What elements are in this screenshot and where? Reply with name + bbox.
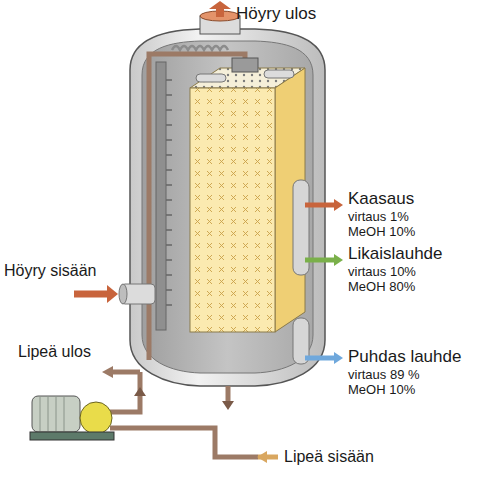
stream-label: Likaislauhde — [348, 244, 443, 264]
illustration-part — [257, 451, 267, 463]
illustration-part — [166, 80, 172, 305]
illustration-part — [110, 372, 140, 412]
illustration-part — [190, 88, 275, 332]
illustration-part — [334, 352, 343, 364]
headers — [293, 180, 309, 364]
stream-label: Lipeä sisään — [284, 448, 374, 466]
methanol-value: MeOH 10% — [348, 383, 415, 398]
illustration-part — [112, 370, 140, 375]
illustration-part — [32, 396, 80, 432]
stream-label: Kaasaus — [348, 189, 414, 209]
illustration-part — [30, 432, 114, 440]
illustration-part — [305, 203, 334, 208]
illustration-part — [334, 199, 343, 211]
illustration-part — [102, 366, 113, 378]
inner-rod — [156, 62, 172, 330]
flow-value: virtaus 10% — [348, 265, 416, 280]
illustration-part — [209, 1, 231, 9]
steam-inlet — [74, 284, 155, 304]
illustration-part — [134, 387, 146, 396]
illustration-part — [305, 356, 334, 361]
stream-label: Lipeä ulos — [18, 343, 91, 361]
illustration-part — [74, 291, 108, 298]
foul-condensate-outlet — [305, 254, 343, 266]
steam-outlet — [200, 1, 240, 34]
illustration-part — [130, 29, 325, 386]
plate-pack — [190, 58, 305, 332]
illustration-part — [156, 62, 166, 330]
illustration-part — [226, 386, 231, 402]
stream-label: Puhdas lauhde — [348, 347, 461, 367]
flow-value: virtaus 1% — [348, 210, 409, 225]
gas-outlet — [305, 199, 343, 211]
illustration-part — [80, 402, 112, 434]
clean-condensate-outlet — [305, 352, 343, 364]
illustration-part — [40, 396, 64, 432]
pump-piping — [102, 366, 278, 463]
stream-label: Höyry ulos — [236, 4, 316, 24]
illustration-part — [107, 285, 118, 303]
illustration-part — [216, 8, 224, 17]
methanol-value: MeOH 80% — [348, 280, 415, 295]
illustration-part — [232, 58, 258, 72]
illustration-part — [222, 401, 234, 410]
pump — [30, 396, 114, 440]
illustration-part — [110, 428, 258, 457]
steam-coil — [172, 46, 228, 50]
illustration-part — [305, 258, 334, 263]
illustration-part — [196, 74, 226, 82]
illustration-part — [142, 41, 313, 373]
illustration-part — [119, 284, 127, 304]
stream-label: Höyry sisään — [4, 262, 96, 280]
vessel-shell — [130, 29, 325, 386]
illustration-part — [264, 70, 294, 78]
flow-value: virtaus 89 % — [348, 368, 420, 383]
methanol-value: MeOH 10% — [348, 225, 415, 240]
illustration-part — [334, 254, 343, 266]
